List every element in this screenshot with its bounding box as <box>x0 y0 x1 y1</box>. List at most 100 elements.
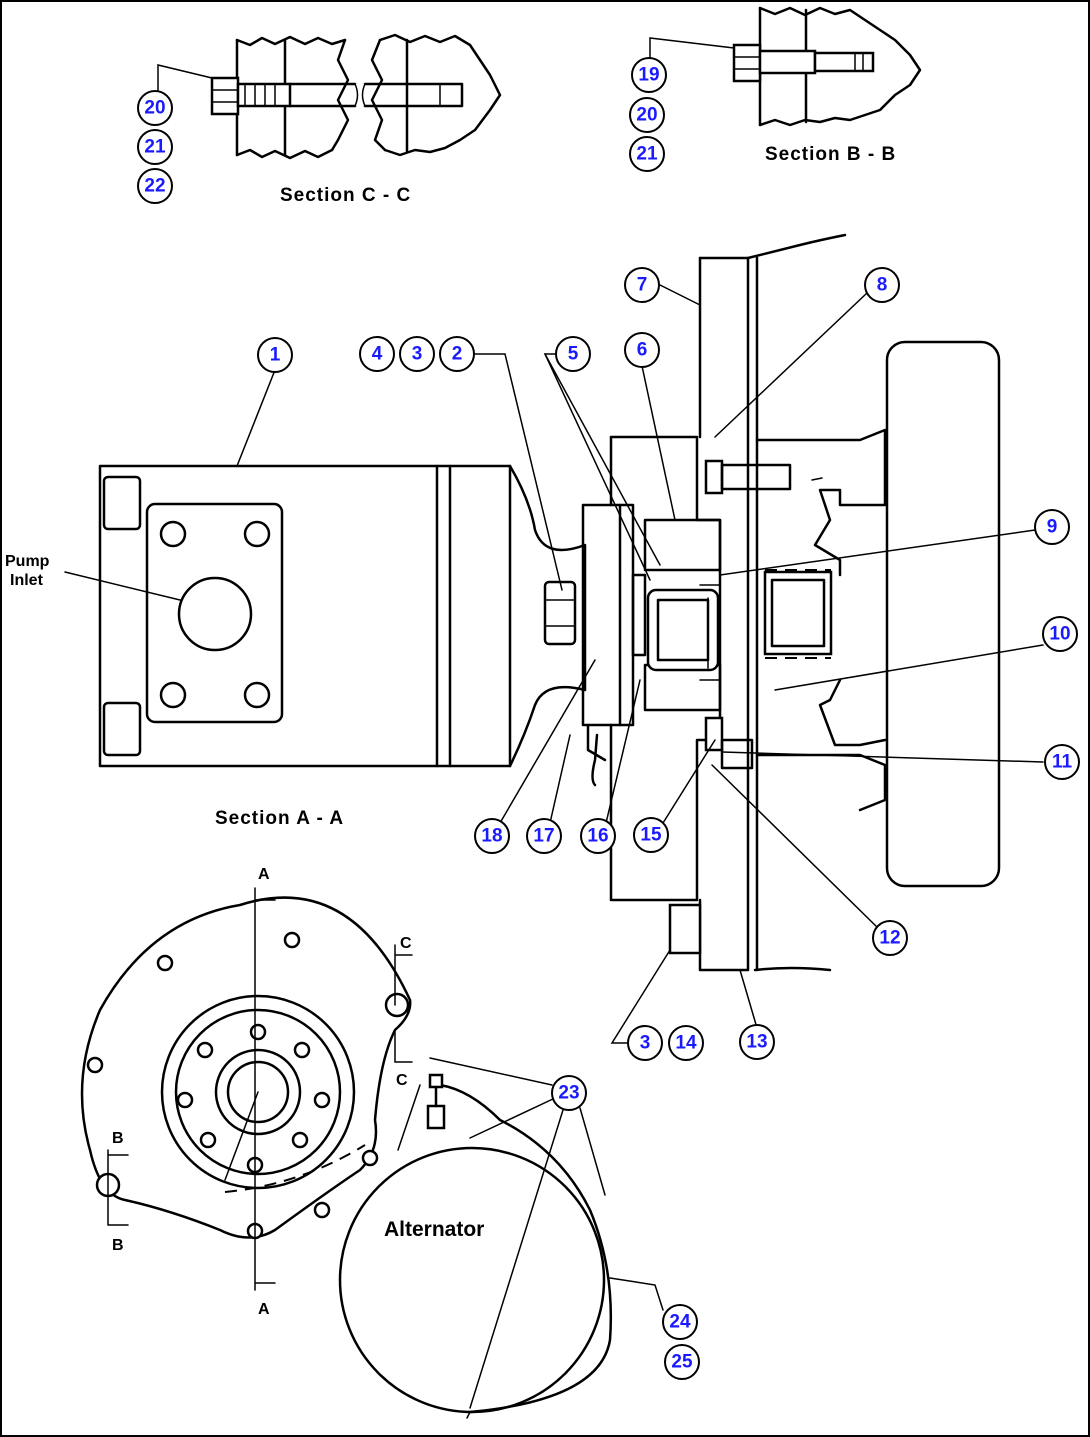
callout-14: 14 <box>668 1025 704 1061</box>
bolt-13 <box>668 903 702 955</box>
callout-5: 5 <box>555 336 591 372</box>
svg-text:1: 1 <box>270 345 281 366</box>
svg-text:11: 11 <box>1052 752 1073 773</box>
callout-24: 24 <box>662 1304 698 1340</box>
drive-block <box>763 570 833 656</box>
section-c-label: Section C - C <box>280 185 411 206</box>
svg-text:17: 17 <box>533 826 554 847</box>
svg-text:9: 9 <box>1047 517 1058 538</box>
callout-7: 7 <box>624 267 660 303</box>
cut-c-mid: C <box>396 1072 408 1089</box>
callout-9: 9 <box>1034 509 1070 545</box>
callout-2: 2 <box>439 336 475 372</box>
svg-text:14: 14 <box>675 1033 697 1054</box>
svg-text:6: 6 <box>637 340 648 361</box>
callout-13: 13 <box>739 1024 775 1060</box>
pump-body <box>98 464 512 768</box>
svg-text:24: 24 <box>669 1312 691 1333</box>
svg-text:10: 10 <box>1049 624 1070 645</box>
svg-text:18: 18 <box>481 826 502 847</box>
cut-c-top: C <box>400 935 412 952</box>
callout-8: 8 <box>864 267 900 303</box>
pump-inlet-port <box>177 576 253 652</box>
svg-text:12: 12 <box>879 928 900 949</box>
pump-bolt-top <box>102 475 142 531</box>
callouts: 1 2 3 4 5 6 7 8 9 10 11 12 13 3 14 15 16… <box>137 57 1080 1380</box>
svg-text:20: 20 <box>144 98 165 119</box>
callout-3b: 3 <box>627 1025 663 1061</box>
pump-bolt-bottom <box>102 701 142 757</box>
svg-text:25: 25 <box>671 1352 693 1373</box>
alternator-label: Alternator <box>384 1218 484 1241</box>
section-a-view: Pump Inlet Section A - A <box>5 233 1001 972</box>
svg-text:22: 22 <box>144 176 165 197</box>
cut-b-top: B <box>112 1130 124 1147</box>
svg-text:21: 21 <box>636 144 658 165</box>
flange-plate <box>80 896 412 1239</box>
flange-bolt <box>243 681 271 709</box>
section-b-label: Section B - B <box>765 144 896 165</box>
svg-text:13: 13 <box>746 1032 767 1053</box>
callout-18: 18 <box>474 818 510 854</box>
alternator-body <box>338 1146 606 1414</box>
section-c-view: Section C - C <box>157 33 502 206</box>
section-b-view: Section B - B <box>649 6 922 165</box>
flange-hub-outer <box>160 994 356 1190</box>
callout-22: 22 <box>137 168 173 204</box>
leader-lines <box>236 284 1044 1044</box>
inlet-flange <box>145 502 284 724</box>
callout-4: 4 <box>359 336 395 372</box>
callout-21b: 21 <box>629 136 665 172</box>
flywheel-ring <box>885 340 1001 888</box>
flange-bolt <box>243 520 271 548</box>
pump-inlet-label-2: Inlet <box>10 572 44 589</box>
svg-text:15: 15 <box>640 825 662 846</box>
svg-text:4: 4 <box>372 344 383 365</box>
cut-a-top: A <box>258 866 270 883</box>
callout-15: 15 <box>633 817 669 853</box>
flange-bolt <box>159 520 187 548</box>
callout-11: 11 <box>1044 744 1080 780</box>
dowel-bottom <box>704 716 724 752</box>
callout-16: 16 <box>580 818 616 854</box>
pump-inlet-label-1: Pump <box>5 553 50 570</box>
bolt-head-b <box>732 43 762 83</box>
callout-17: 17 <box>526 818 562 854</box>
dowel-top <box>704 459 724 495</box>
svg-text:16: 16 <box>587 826 608 847</box>
flange-bolt <box>159 681 187 709</box>
svg-text:8: 8 <box>877 275 888 296</box>
callout-25: 25 <box>664 1344 700 1380</box>
connector <box>426 1104 446 1130</box>
callout-6: 6 <box>624 332 660 368</box>
callout-19: 19 <box>631 57 667 93</box>
callout-20b: 20 <box>629 97 665 133</box>
svg-text:19: 19 <box>638 65 659 86</box>
cut-b-bottom: B <box>112 1237 124 1254</box>
svg-text:2: 2 <box>452 344 463 365</box>
section-a-label: Section A - A <box>215 808 344 829</box>
cut-a-bottom: A <box>258 1301 270 1318</box>
svg-text:3: 3 <box>412 344 423 365</box>
svg-text:23: 23 <box>558 1083 579 1104</box>
callout-3: 3 <box>399 336 435 372</box>
svg-text:21: 21 <box>144 137 166 158</box>
coupling-hub <box>646 588 720 672</box>
svg-text:3: 3 <box>640 1033 651 1054</box>
mounting-nut <box>543 580 577 646</box>
svg-text:5: 5 <box>568 344 579 365</box>
svg-text:20: 20 <box>636 105 657 126</box>
callout-10: 10 <box>1042 616 1078 652</box>
callout-12: 12 <box>872 920 908 956</box>
adapter-plate <box>581 503 635 727</box>
svg-text:7: 7 <box>637 275 648 296</box>
callout-21c: 21 <box>137 129 173 165</box>
callout-1: 1 <box>257 337 293 373</box>
bolt-head-c <box>210 76 240 116</box>
bottom-view: A A C C B B Alternator <box>80 866 664 1419</box>
callout-20c: 20 <box>137 90 173 126</box>
callout-23: 23 <box>551 1075 587 1111</box>
